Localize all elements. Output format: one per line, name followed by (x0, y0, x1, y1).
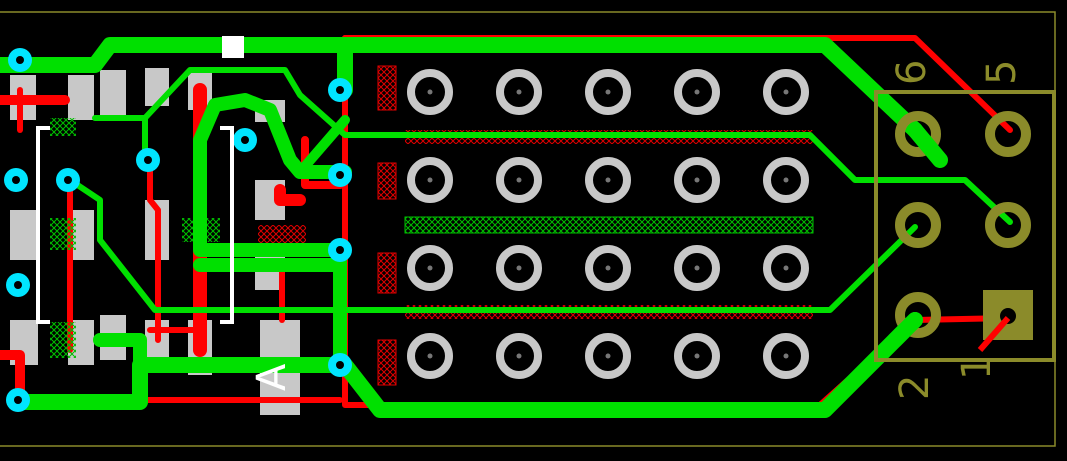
pin5-label: 5 (979, 60, 1025, 85)
copper-zone[interactable] (377, 252, 397, 294)
tht-pad[interactable] (674, 245, 720, 291)
bottom-trace[interactable] (301, 136, 344, 189)
header-pad[interactable] (985, 111, 1031, 157)
tht-pad-hole (427, 89, 433, 95)
tht-pad-hole (694, 265, 700, 271)
tht-pad[interactable] (496, 69, 542, 115)
tht-pad[interactable] (407, 333, 453, 379)
via-hole (64, 176, 72, 184)
header-pad[interactable] (895, 111, 941, 157)
via-hole (12, 176, 20, 184)
tht-pad[interactable] (585, 157, 631, 203)
tht-pad[interactable] (674, 157, 720, 203)
top-trace[interactable] (907, 122, 948, 168)
pin1-label: 1 (954, 355, 1000, 380)
bottom-trace[interactable] (147, 157, 161, 343)
tht-pad[interactable] (496, 157, 542, 203)
silk-marker-text: A (249, 363, 295, 391)
tht-pad-hole (694, 353, 700, 359)
copper-zone[interactable] (50, 218, 76, 250)
smd-pad[interactable] (68, 75, 94, 120)
header-pad[interactable] (895, 292, 941, 338)
smd-pad[interactable] (10, 210, 38, 260)
tht-pad-hole (783, 353, 789, 359)
copper-zone[interactable] (377, 162, 397, 200)
copper-zone[interactable] (377, 339, 397, 386)
tht-pad-hole (516, 353, 522, 359)
tht-pad-hole (783, 177, 789, 183)
tht-pad-hole (427, 177, 433, 183)
tht-pad-grid (407, 69, 809, 379)
copper-zone[interactable] (258, 225, 306, 245)
via-hole (241, 136, 249, 144)
tht-pad-hole (605, 353, 611, 359)
smd-pad[interactable] (100, 70, 126, 120)
top-trace[interactable] (193, 93, 352, 257)
top-trace[interactable] (887, 312, 923, 348)
bottom-trace[interactable] (147, 327, 203, 353)
header-connector: 6 5 2 1 (874, 60, 1056, 400)
via-hole (14, 281, 22, 289)
tht-pad[interactable] (496, 333, 542, 379)
tht-pad-hole (605, 177, 611, 183)
via-hole (336, 361, 344, 369)
via-hole (14, 396, 22, 404)
bottom-trace[interactable] (0, 350, 25, 395)
tht-pad[interactable] (496, 245, 542, 291)
tht-pad-hole (516, 89, 522, 95)
tht-pad[interactable] (763, 157, 809, 203)
pin1-marker (222, 36, 244, 58)
tht-pad[interactable] (763, 245, 809, 291)
tht-pad-hole (783, 265, 789, 271)
tht-pad-hole (694, 177, 700, 183)
tht-pad-hole (605, 265, 611, 271)
tht-pad-hole (516, 177, 522, 183)
top-trace[interactable] (142, 67, 1013, 225)
copper-zone[interactable] (377, 65, 397, 111)
tht-pad-hole (427, 353, 433, 359)
tht-pad[interactable] (407, 69, 453, 115)
pin6-label: 6 (889, 60, 935, 85)
tht-pad-hole (605, 89, 611, 95)
copper-zone[interactable] (50, 118, 76, 136)
header-outline (874, 90, 1056, 362)
tht-pad[interactable] (585, 69, 631, 115)
silk-outline (36, 126, 50, 324)
tht-pad[interactable] (763, 333, 809, 379)
via-hole (336, 171, 344, 179)
tht-pad[interactable] (407, 245, 453, 291)
silk-outline (220, 126, 234, 324)
tht-pad[interactable] (674, 333, 720, 379)
copper-zone[interactable] (50, 322, 76, 358)
header-pad[interactable] (895, 202, 941, 248)
top-trace[interactable] (67, 177, 918, 313)
silkscreen-layer: A (36, 36, 295, 391)
tht-pad-hole (516, 265, 522, 271)
tht-pad[interactable] (407, 157, 453, 203)
copper-zone[interactable] (404, 216, 814, 234)
via-holes (12, 56, 344, 404)
tht-pad[interactable] (674, 69, 720, 115)
tht-pad[interactable] (585, 245, 631, 291)
via-hole (336, 246, 344, 254)
top-trace[interactable] (93, 333, 147, 367)
tht-pad-hole (694, 89, 700, 95)
tht-pad-hole (427, 265, 433, 271)
via-hole (16, 56, 24, 64)
tht-pad-hole (783, 89, 789, 95)
via-hole (336, 86, 344, 94)
tht-pad[interactable] (585, 333, 631, 379)
header-pad[interactable] (985, 202, 1031, 248)
pin2-label: 2 (892, 375, 938, 400)
bottom-trace[interactable] (274, 184, 306, 206)
via-hole (144, 156, 152, 164)
tht-pad[interactable] (763, 69, 809, 115)
bottom-trace[interactable] (977, 316, 1011, 352)
